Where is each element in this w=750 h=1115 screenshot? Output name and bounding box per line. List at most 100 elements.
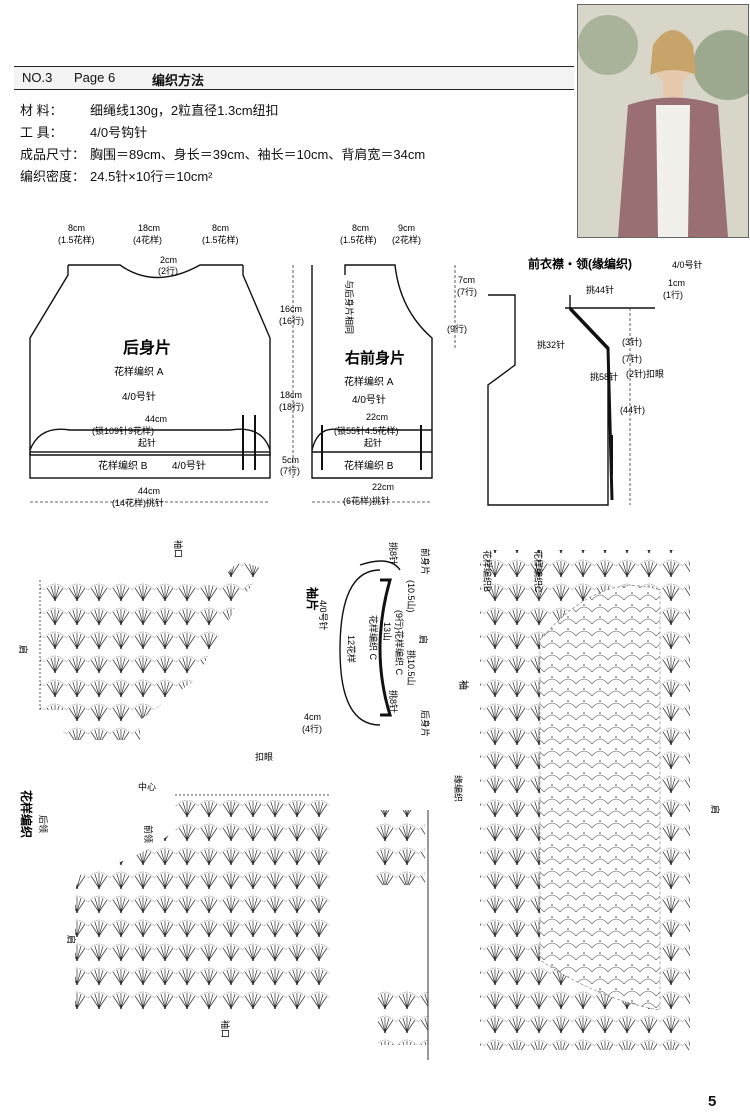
back-chart: [40, 560, 265, 740]
edging-pick44: 挑44针: [586, 284, 614, 295]
front-pattern-b: 花样编织 B: [344, 459, 394, 472]
sleeve-mount-b: 挑10.5山: [406, 650, 417, 686]
front-h2: (9行): [447, 323, 467, 334]
back-hook-b: 4/0号针: [172, 459, 206, 472]
back-h1: 16cm: [280, 304, 302, 314]
stitch-charts: 花样编织 后领 中心 前领 肩 肩 袖口 袖口 扣眼 缘编织 袖 肩 花样编织C…: [18, 540, 721, 1060]
back-start: 起针: [138, 437, 156, 448]
chart-pattern-b: 花样编织B: [482, 550, 493, 592]
sleeve-outer: [339, 569, 381, 726]
front-start: 起针: [364, 437, 382, 448]
chart-armhole-2: 袖口: [220, 1020, 231, 1038]
front-h1-sub: (7行): [457, 286, 477, 297]
sleeve-hook: 4/0号针: [318, 600, 329, 631]
edging-n44: (44针): [620, 404, 645, 415]
back-top-mid-sub: (4花样): [133, 234, 162, 245]
back-h3-sub: (7行): [280, 465, 300, 476]
back-piece-title: 后身片: [123, 338, 171, 357]
pattern-number: NO.3: [22, 70, 53, 85]
edging-pick58: 挑58针: [590, 371, 618, 382]
schematic-diagrams: 8cm (1.5花样) 18cm (4花样) 8cm (1.5花样) 2cm (…: [29, 223, 703, 508]
sleeve-mount: (10.5山): [406, 580, 416, 613]
sleeve-back: 后身片: [420, 710, 431, 737]
chart-sleeve-label: 袖: [457, 680, 470, 690]
sleeve-title: 袖片: [305, 587, 320, 611]
back-pattern-b: 花样编织 B: [98, 459, 148, 472]
front-top-left-sub: (1.5花样): [340, 234, 377, 245]
front-pattern-a: 花样编织 A: [344, 375, 394, 388]
page-number: 5: [708, 1093, 717, 1110]
back-border-rect: [29, 451, 271, 479]
chart-main-title: 花样编织: [19, 790, 34, 838]
back-neck-depth: 2cm: [160, 255, 177, 265]
chart-edge: 缘编织: [453, 775, 464, 802]
edging-title: 前衣襟・领(缘编织): [528, 256, 632, 271]
back-start-curve: [29, 428, 271, 451]
front-chart: [75, 800, 330, 1010]
back-width-sub: (锁109针9花样): [92, 425, 154, 436]
back-h1-sub: (16行): [279, 315, 304, 326]
front-top-right-sub: (2花样): [392, 234, 421, 245]
sleeve-cuff: [378, 578, 393, 717]
header-title: 编织方法: [152, 73, 205, 88]
edging-c1: 1cm: [668, 278, 685, 288]
front-piece-title: 右前身片: [345, 349, 405, 367]
back-hook: 4/0号针: [122, 390, 156, 403]
back-top-left-sub: (1.5花样): [58, 234, 95, 245]
sleeve-diagram: 袖片 4/0号针 12花样 花样编织 C 13山 (9行)花样编织 C (10.…: [302, 542, 431, 737]
model-photo: [577, 4, 749, 238]
sleeve-rows13: 13山: [382, 622, 392, 641]
back-top-left: 8cm: [68, 223, 85, 233]
front-hook: 4/0号针: [352, 393, 386, 406]
chart-buttonhole: 扣眼: [255, 751, 273, 762]
page-ref: Page 6: [74, 70, 116, 85]
edging-c1-sub: (1行): [663, 289, 683, 300]
back-piece-outline: [29, 265, 271, 456]
edging-band: [568, 306, 614, 501]
back-width: 44cm: [145, 414, 167, 424]
back-pattern-a: 花样编织 A: [114, 365, 164, 378]
front-width-sub: (锁55针4.5花样): [334, 425, 399, 436]
spec-size: 成品尺寸：胸围＝89cm、身长＝39cm、袖长＝10cm、背肩宽＝34cm: [20, 147, 426, 162]
spec-tools: 工 具：4/0号钩针: [20, 125, 148, 140]
model-photo-illustration: [578, 5, 748, 237]
chart-pattern-c: 花样编织C: [533, 550, 544, 593]
edge-chart: [375, 810, 425, 885]
chart-shoulder: 肩: [18, 645, 29, 654]
sleeve-shoulder: 肩: [418, 635, 429, 644]
back-neck-depth-sub: (2行): [158, 265, 178, 276]
sleeve-pattern-c: 花样编织 C: [368, 615, 379, 661]
edging-n7: (7针): [622, 353, 642, 364]
front-bottom-sub: (6花样)挑针: [343, 495, 390, 506]
chart-sleeve-shoulder: 肩: [710, 805, 721, 814]
edging-outline: [487, 294, 609, 506]
back-top-mid: 18cm: [138, 223, 160, 233]
chart-center: 中心: [138, 781, 156, 792]
sleeve-pick8b: 挑8针: [388, 690, 399, 713]
sleeve-cm4-sub: (4行): [302, 723, 322, 734]
spec-materials: 材 料：细绳线130g，2粒直径1.3cm纽扣: [20, 103, 279, 118]
front-top-left: 8cm: [352, 223, 369, 233]
front-bottom: 22cm: [372, 482, 394, 492]
front-same-back: 与后身片相同: [344, 280, 355, 334]
chart-front-neck: 前领: [143, 825, 154, 843]
sleeve-pick8: 挑8针: [388, 542, 399, 565]
edging-n3: (3针): [622, 336, 642, 347]
sleeve-cm4: 4cm: [304, 712, 321, 722]
back-bottom: 44cm: [138, 486, 160, 496]
chart-back-neck: 后领: [38, 815, 49, 833]
edging-pick32: 挑32针: [537, 339, 565, 350]
chart-shoulder-2: 肩: [66, 935, 77, 944]
front-h1: 7cm: [458, 275, 475, 285]
back-h2-sub: (18行): [279, 401, 304, 412]
back-h2: 18cm: [280, 390, 302, 400]
sleeve-front: 前身片: [420, 548, 431, 575]
front-piece-outline: [311, 264, 433, 479]
back-top-right: 8cm: [212, 223, 229, 233]
front-start-curve: [311, 428, 432, 451]
chart-armhole: 袖口: [173, 540, 184, 558]
back-neck-line: [68, 264, 243, 279]
edging-buttonhole: (2针)扣眼: [626, 368, 664, 379]
sleeve-flowers: 12花样: [346, 635, 357, 663]
specs-list: 材 料：细绳线130g，2粒直径1.3cm纽扣 工 具：4/0号钩针 成品尺寸：…: [20, 100, 425, 188]
